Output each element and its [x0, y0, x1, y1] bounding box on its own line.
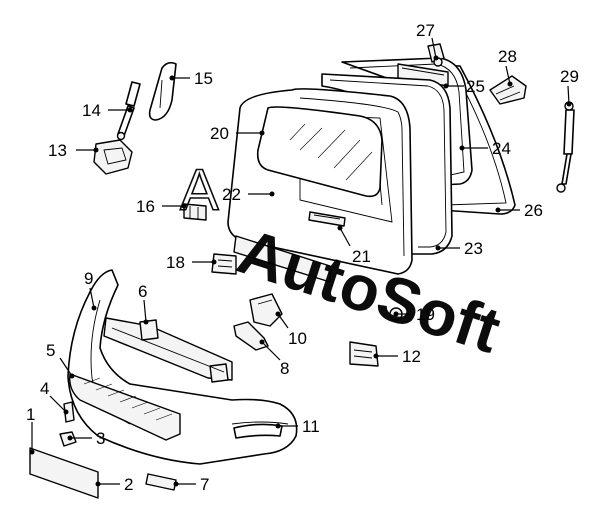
callout-7: 7: [200, 475, 209, 494]
callout-3: 3: [96, 429, 105, 448]
callout-9: 9: [84, 269, 93, 288]
part-28-striker: [489, 75, 527, 105]
part-18-lamp: [211, 253, 237, 275]
callout-4: 4: [40, 379, 49, 398]
part-29-gas-strut-right: [556, 101, 575, 193]
callout-27: 27: [416, 21, 435, 40]
callout-19: 19: [416, 305, 435, 324]
part-4-bolt: [63, 401, 75, 423]
callout-8: 8: [280, 359, 289, 378]
part-12-lamp: [349, 341, 379, 367]
part-20-rear-glass: [256, 106, 383, 198]
callout-26: 26: [524, 201, 543, 220]
part-1-reflector: [29, 447, 99, 499]
leader-lines: [29, 37, 572, 487]
callout-numbers: 1 2 3 4 5 6 7 8 9 10 11 12 13 14 15 16 1…: [26, 21, 579, 494]
part-5-step-trim: [69, 373, 181, 441]
part-7-strip: [145, 473, 177, 491]
callout-2: 2: [124, 475, 133, 494]
part-13-hinge: [93, 139, 133, 175]
part-16-plate-holder: [183, 203, 207, 221]
watermark-letter-a: A: [180, 158, 219, 223]
callout-5: 5: [46, 341, 55, 360]
part-8-bracket: [233, 321, 269, 351]
callout-23: 23: [464, 239, 483, 258]
part-10-bracket: [249, 293, 283, 327]
callout-29: 29: [560, 67, 579, 86]
callout-15: 15: [194, 69, 213, 88]
part-6-absorber: [103, 317, 233, 383]
callout-11: 11: [302, 417, 320, 436]
callout-13: 13: [48, 141, 67, 160]
callout-24: 24: [492, 139, 511, 158]
part-14-strut: [116, 81, 141, 141]
callout-21: 21: [352, 247, 371, 266]
callout-25: 25: [466, 77, 485, 96]
part-21-trim: [233, 235, 331, 283]
callout-12: 12: [402, 347, 421, 366]
callout-6: 6: [138, 282, 147, 301]
callout-18: 18: [166, 253, 185, 272]
callout-16: 16: [136, 197, 155, 216]
callout-1: 1: [26, 405, 35, 424]
callout-14: 14: [82, 101, 101, 120]
part-27-bulb: [427, 43, 445, 67]
callout-22: 22: [222, 185, 241, 204]
part-15-bracket: [148, 61, 177, 121]
callout-28: 28: [498, 47, 517, 66]
callout-20: 20: [210, 124, 229, 143]
callout-10: 10: [288, 329, 307, 348]
